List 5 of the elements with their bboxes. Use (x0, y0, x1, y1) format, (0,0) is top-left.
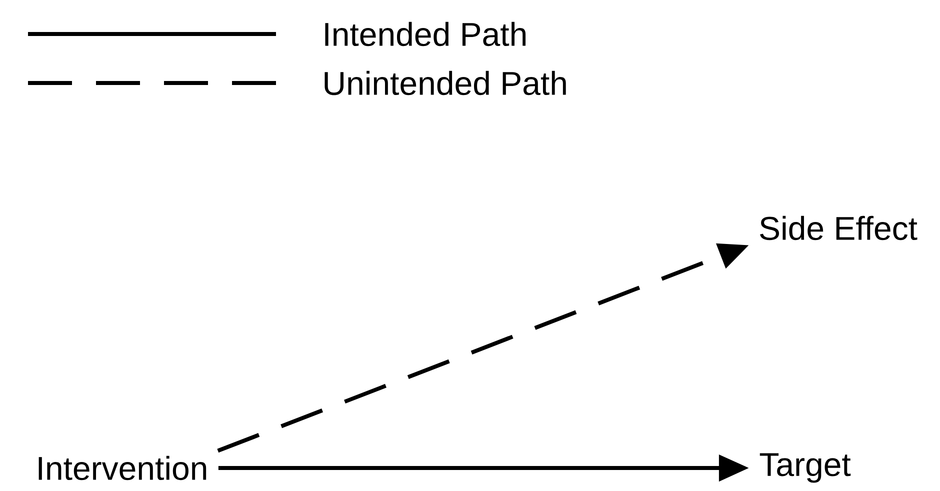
legend-label: Unintended Path (324, 70, 566, 96)
node-label: Side Effect (760, 216, 918, 240)
node-label: Target (760, 453, 851, 483)
legend-label: Intended Path (325, 22, 526, 46)
node-label: Intervention (38, 456, 206, 480)
